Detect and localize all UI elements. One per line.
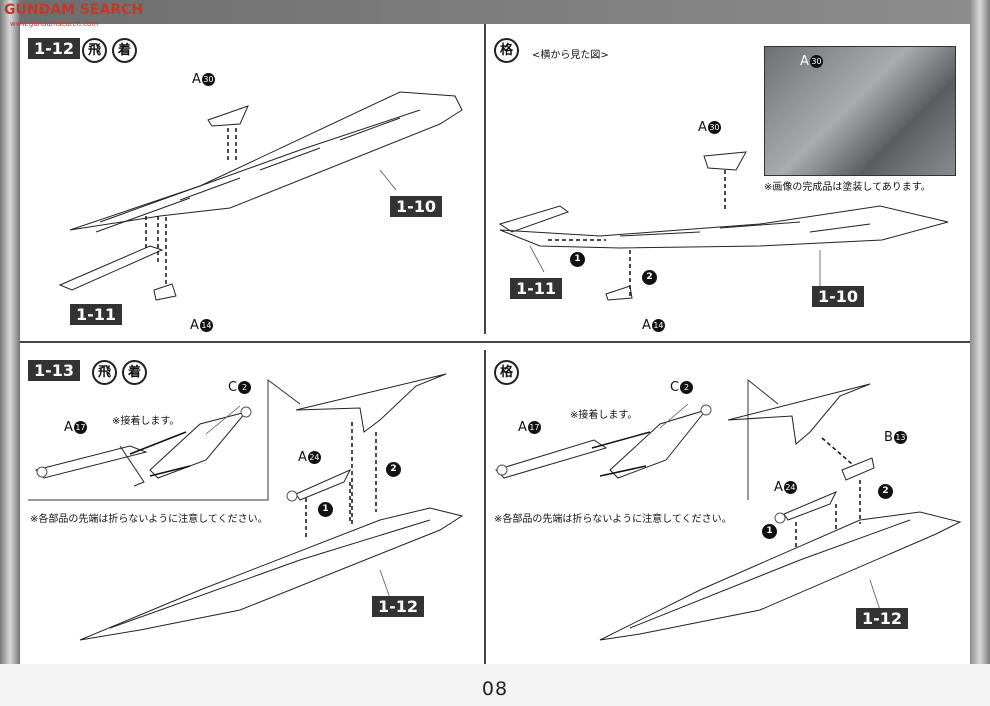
step-marker-2: 2 xyxy=(642,270,657,285)
step-box-1-13: 1-13 xyxy=(28,360,81,381)
side-view-note: <横から見た図> xyxy=(532,50,609,61)
mark-hi-2: 飛 xyxy=(92,360,117,385)
ref-box-1-10-side: 1-10 xyxy=(812,286,865,307)
step-marker-2c: 2 xyxy=(878,484,893,499)
ref-box-1-11-side: 1-11 xyxy=(510,278,563,299)
page-number: 08 xyxy=(481,678,509,700)
glue-note: ※接着します。 xyxy=(112,416,180,427)
ref-box-1-12: 1-12 xyxy=(372,596,425,617)
vertical-divider-bottom xyxy=(484,350,486,664)
tip-caution-note-b: ※各部品の先端は折らないように注意してください。 xyxy=(494,514,732,525)
tip-caution-note: ※各部品の先端は折らないように注意してください。 xyxy=(30,514,268,525)
mark-kaku-2: 格 xyxy=(494,360,519,385)
vertical-divider-top xyxy=(484,24,486,334)
ref-box-1-12-b: 1-12 xyxy=(856,608,909,629)
horizontal-divider xyxy=(20,341,970,343)
mark-hi: 飛 xyxy=(82,38,107,63)
finished-model-photo xyxy=(764,46,956,176)
step-marker-1: 1 xyxy=(570,252,585,267)
page-footer xyxy=(0,664,990,706)
step-marker-1c: 1 xyxy=(762,524,777,539)
step-box-1-12: 1-12 xyxy=(28,38,81,59)
step-marker-1b: 1 xyxy=(318,502,333,517)
ref-box-1-11: 1-11 xyxy=(70,304,123,325)
mark-kaku: 格 xyxy=(494,38,519,63)
glue-note-b: ※接着します。 xyxy=(570,410,638,421)
ref-box-1-10: 1-10 xyxy=(390,196,443,217)
mark-chaku: 着 xyxy=(112,38,137,63)
step-marker-2b: 2 xyxy=(386,462,401,477)
painted-note: ※画像の完成品は塗装してあります。 xyxy=(764,182,931,193)
mark-chaku-2: 着 xyxy=(122,360,147,385)
